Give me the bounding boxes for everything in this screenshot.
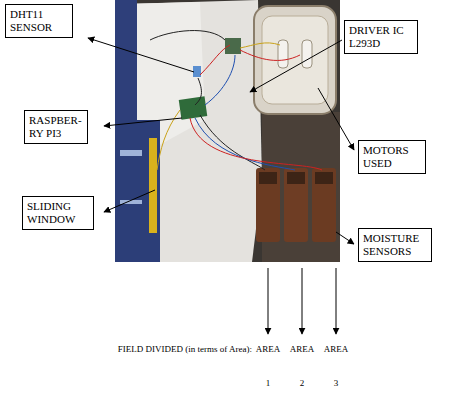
callout-box: MOISTURE SENSORS [358,228,432,262]
callout-label: DHT11 SENSOR [10,8,68,34]
callout-label: MOISTURE SENSORS [363,232,427,258]
callout-label: MOTORS USED [363,144,421,170]
area-arrow [268,268,269,334]
area-number: 1 [266,378,271,389]
callout-box: DHT11 SENSOR [5,4,73,38]
callout-box: RASPBER- RY PI3 [24,110,88,144]
callout-label: SLIDING WINDOW [27,200,89,226]
area-arrow [336,268,337,334]
area-number: 2 [300,378,305,389]
leader-line [104,190,155,212]
leader-line [318,88,354,150]
callout-label: DRIVER IC L293D [349,24,413,50]
leader-line [250,40,342,92]
area-label: AREA [324,344,349,355]
field-caption: FIELD DIVIDED (in terms of Area): [118,344,252,355]
area-number: 3 [334,378,339,389]
callout-box: MOTORS USED [358,140,426,174]
area-label: AREA [290,344,315,355]
callout-box: DRIVER IC L293D [344,20,418,54]
area-label: AREA [256,344,281,355]
callout-label: RASPBER- RY PI3 [29,114,83,140]
area-arrow [302,268,303,334]
leader-line [88,38,194,72]
leader-line [104,118,182,126]
leader-line [336,232,354,244]
callout-box: SLIDING WINDOW [22,196,94,230]
